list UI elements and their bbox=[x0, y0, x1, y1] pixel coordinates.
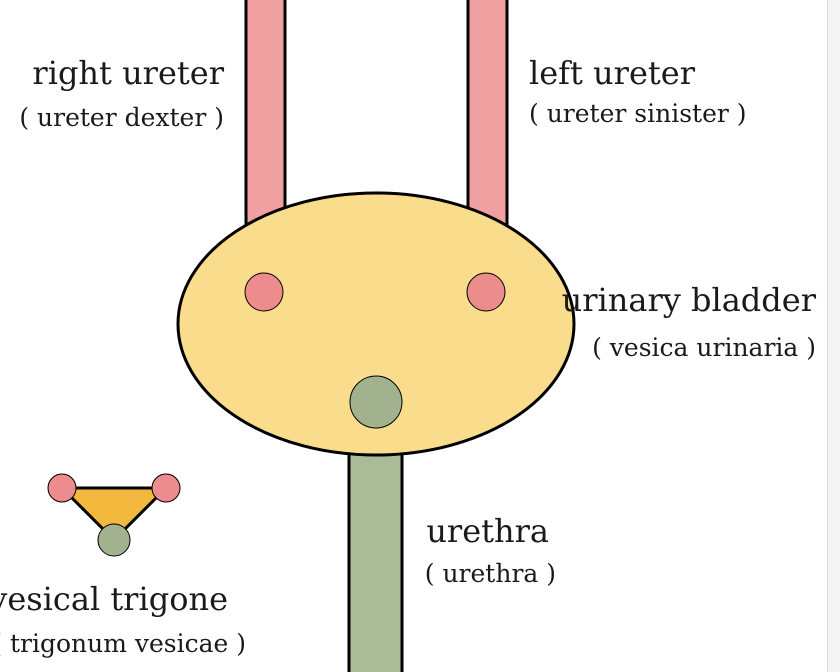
window-edge-strip bbox=[827, 0, 840, 672]
bladder-latin: ( vesica urinaria ) bbox=[592, 333, 816, 362]
right-ureteral-orifice bbox=[244, 272, 284, 312]
urethra-latin: ( urethra ) bbox=[425, 559, 556, 588]
trigone-bottom-vertex bbox=[97, 523, 131, 557]
urethra-label: urethra bbox=[426, 512, 549, 550]
left-ureteral-orifice bbox=[466, 272, 506, 312]
trigone-triangle bbox=[60, 486, 168, 542]
right-ureter-latin: ( ureter dexter ) bbox=[19, 103, 224, 132]
left-ureter-latin: ( ureter sinister ) bbox=[529, 99, 747, 128]
bladder-label: urinary bladder bbox=[562, 281, 817, 319]
urinary-bladder bbox=[176, 191, 576, 457]
vesical-trigone-icon bbox=[47, 473, 181, 557]
trigone-left-vertex bbox=[47, 473, 77, 503]
trigone-latin: ( trigonum vesicae ) bbox=[0, 629, 246, 658]
left-ureter-tube bbox=[466, 0, 509, 247]
trigone-label: vesical trigone bbox=[0, 580, 228, 618]
trigone-right-vertex bbox=[151, 473, 181, 503]
right-ureter-label: right ureter bbox=[32, 54, 224, 92]
left-ureter-label: left ureter bbox=[529, 54, 696, 92]
urethra-tube bbox=[347, 428, 404, 672]
internal-urethral-orifice bbox=[349, 375, 403, 429]
right-ureter-tube bbox=[244, 0, 287, 247]
